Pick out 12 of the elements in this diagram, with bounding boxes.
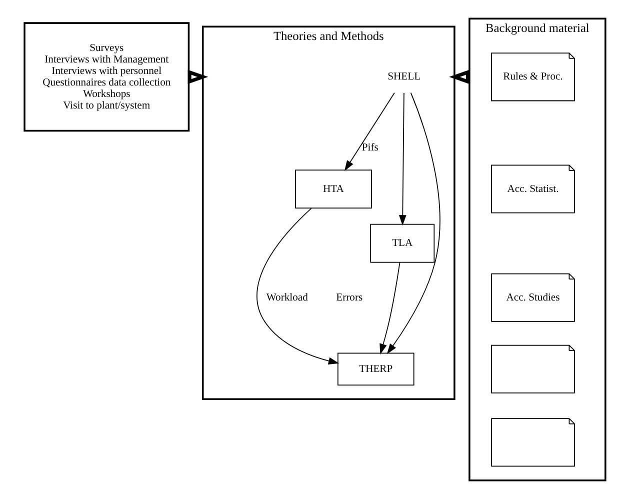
arrow [256,208,340,365]
edge-label: Workload [266,292,308,304]
edge-label: Pifs [362,142,378,154]
label: Errors [336,292,363,304]
node-box: HTA [295,170,372,208]
arrow [344,92,395,172]
arrow [380,262,400,354]
node-box: TLA [370,224,435,263]
node-text: SHELL [388,72,421,83]
arrow [398,92,406,226]
arrow [386,92,440,354]
node-box: THERP [337,352,414,386]
